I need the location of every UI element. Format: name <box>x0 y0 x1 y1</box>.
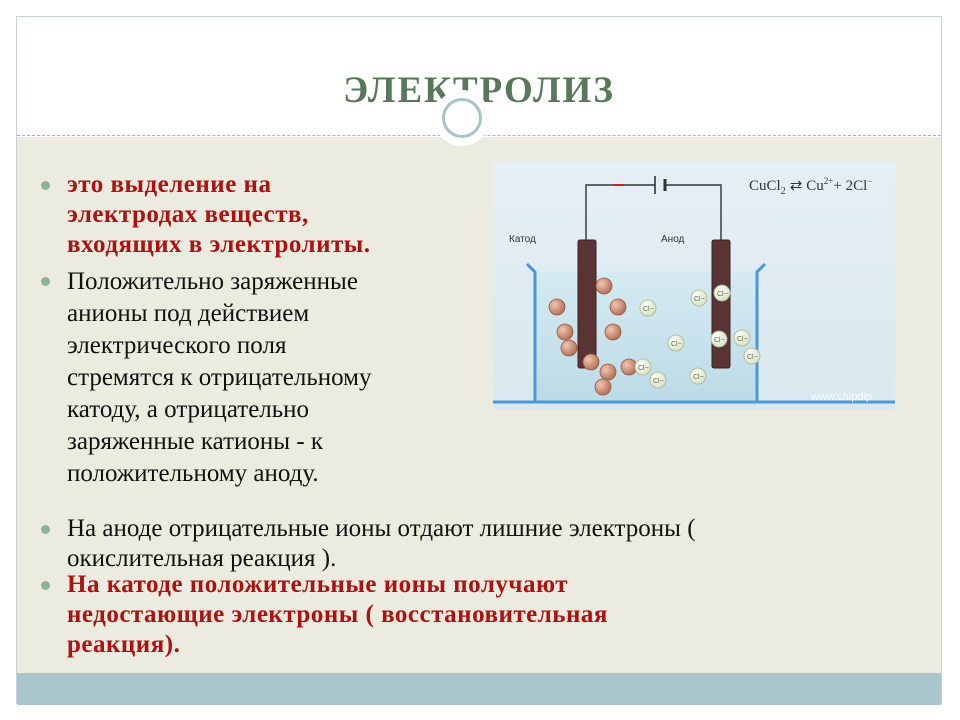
bullet-line: электрического поля <box>67 332 287 359</box>
svg-text:Cl−: Cl− <box>747 354 758 361</box>
dissociation-equation: CuCl2⇄Cu2++ 2Cl− <box>749 176 872 197</box>
bullet-line: положительному аноду. <box>67 460 319 487</box>
cation-icon <box>604 323 622 341</box>
electrolysis-diagram: CuCl2⇄Cu2++ 2Cl− Катод Анод Cl−Cl−Cl−Cl−… <box>493 162 895 409</box>
svg-text:Cl−: Cl− <box>737 336 748 343</box>
svg-text:Cl−: Cl− <box>714 337 725 344</box>
cation-icon <box>599 363 617 381</box>
bullet-line: это выделение на <box>67 171 272 198</box>
bullet-line: реакция). <box>67 631 181 658</box>
bullet-anode-reaction: На аноде отрицательные ионы отдают лишни… <box>41 514 897 574</box>
cathode-label: Катод <box>509 234 536 245</box>
cation-icon <box>548 298 566 316</box>
bullet-line: входящих в электролиты. <box>67 231 371 258</box>
bullet-line: заряженные катионы - к <box>67 428 324 455</box>
bullet-line: Положительно заряженные <box>67 268 358 295</box>
circle-ornament-icon <box>434 90 490 146</box>
anion-icon: Cl− <box>743 347 761 365</box>
svg-text:Cl−: Cl− <box>694 296 705 303</box>
cation-icon <box>620 358 638 376</box>
bullet-dot-icon <box>41 181 50 190</box>
cation-icon <box>582 353 600 371</box>
anion-icon: Cl− <box>713 284 731 302</box>
anion-icon: Cl− <box>634 358 652 376</box>
cathode-electrode <box>577 239 597 369</box>
anion-icon: Cl− <box>690 289 708 307</box>
bullet-anions-cations: Положительно заряженные анионы под дейст… <box>41 266 487 490</box>
anions-group: Cl− Cl− Cl− Cl− Cl− Cl− Cl− Cl− Cl− Cl− <box>634 284 761 389</box>
svg-text:Cl−: Cl− <box>653 378 664 385</box>
bullet-line: катоду, а отрицательно <box>67 396 310 423</box>
anode-electrode <box>711 239 731 369</box>
bullet-dot-icon <box>41 277 50 286</box>
anion-icon: Cl− <box>639 299 657 317</box>
circuit-wires <box>585 184 722 242</box>
anion-icon: Cl− <box>649 371 667 389</box>
cation-icon <box>556 323 574 341</box>
battery-icon <box>654 176 667 194</box>
svg-text:Cl−: Cl− <box>693 374 704 381</box>
cation-icon <box>594 378 612 396</box>
bullet-dot-icon <box>41 581 50 590</box>
bullet-line: На катоде положительные ионы получают <box>67 571 569 598</box>
watermark-text: www.chipdip <box>810 391 872 403</box>
anion-icon: Cl− <box>710 330 728 348</box>
bullet-line: анионы под действием <box>67 300 310 327</box>
anion-icon: Cl− <box>689 367 707 385</box>
bullet-definition: это выделение на электродах веществ, вхо… <box>41 170 487 260</box>
anode-label: Анод <box>661 234 685 245</box>
anion-icon: Cl− <box>733 329 751 347</box>
bullet-line: недостающие электроны ( восстановительна… <box>67 601 608 628</box>
anion-icon: Cl− <box>667 334 685 352</box>
bullet-line: На аноде отрицательные ионы отдают лишни… <box>67 515 696 542</box>
bullet-line: стремятся к отрицательному <box>67 364 372 391</box>
svg-text:Cl−: Cl− <box>717 291 728 298</box>
bullet-dot-icon <box>41 525 50 534</box>
ornament-ring <box>442 98 482 138</box>
svg-text:Cl−: Cl− <box>671 341 682 348</box>
cations-group <box>548 277 638 396</box>
cation-icon <box>595 277 613 295</box>
cation-icon <box>609 298 627 316</box>
bullet-line: электродах веществ, <box>67 201 309 228</box>
bottom-bar <box>17 673 941 705</box>
bullet-line: окислительная реакция ). <box>67 545 337 572</box>
cation-icon <box>560 339 578 357</box>
bullet-cathode-reaction: На катоде положительные ионы получают не… <box>41 570 897 660</box>
svg-text:Cl−: Cl− <box>638 365 649 372</box>
svg-text:Cl−: Cl− <box>643 306 654 313</box>
